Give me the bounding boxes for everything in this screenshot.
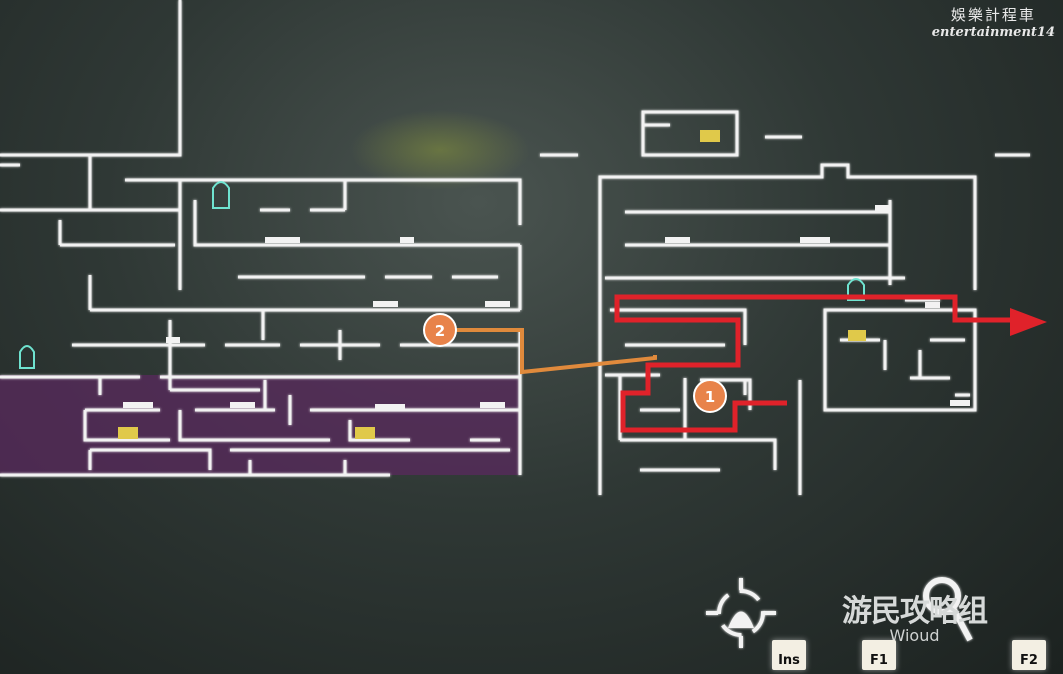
- key-f1-button[interactable]: F1: [862, 640, 896, 670]
- route-1-path: [614, 294, 1010, 433]
- ledges: [123, 205, 970, 410]
- route-marker-1: 1: [693, 379, 727, 413]
- watermark-english: entertainment14: [931, 25, 1055, 40]
- save-shrines: [19, 181, 865, 369]
- shrine-icon: [847, 278, 865, 301]
- watermark-chinese: 游民攻略组: [842, 594, 988, 629]
- center-map-button[interactable]: [706, 578, 776, 648]
- watermark-chinese: 娛樂計程車: [950, 6, 1036, 24]
- map-walls: [0, 0, 1030, 495]
- crosshair-character-icon: [717, 589, 765, 637]
- watermark-english: Wioud: [889, 626, 940, 645]
- key-ins-button[interactable]: Ins: [772, 640, 806, 670]
- magnifier-icon[interactable]: [923, 577, 973, 642]
- chest-icon: [700, 130, 720, 142]
- marker-label: 1: [705, 388, 715, 406]
- watermark-bottom: 游民攻略组 Wioud: [842, 586, 988, 645]
- route-marker-2: 2: [423, 313, 457, 347]
- purple-zone: [0, 375, 520, 475]
- key-f2-button[interactable]: F2: [1012, 640, 1046, 670]
- chest-icon: [848, 330, 866, 341]
- chest-icon: [355, 427, 375, 439]
- treasure-chests: [118, 130, 866, 439]
- chest-icon: [118, 427, 138, 439]
- light-glow: [350, 110, 530, 190]
- shrine-icon: [19, 345, 35, 369]
- shrine-icon: [212, 181, 230, 209]
- watermark-top: 娛樂計程車 entertainment14: [932, 4, 1055, 40]
- route-2-path: [445, 328, 657, 375]
- marker-label: 2: [435, 322, 445, 340]
- exit-arrow-icon: [1010, 308, 1047, 336]
